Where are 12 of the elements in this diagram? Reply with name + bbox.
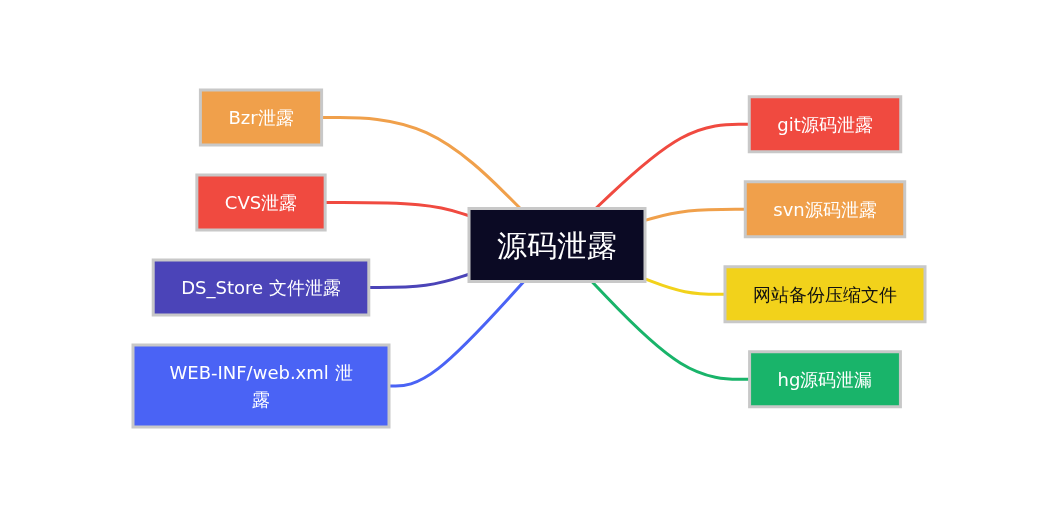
node-box: hg源码泄漏	[748, 350, 902, 409]
connector	[325, 201, 470, 218]
node-box: Bzr泄露	[198, 88, 324, 147]
node-box: 源码泄露	[467, 207, 647, 283]
node-box: 网站备份压缩文件	[723, 265, 927, 324]
node-box: DS_Store 文件泄露	[151, 258, 371, 317]
node-box: CVS泄露	[195, 173, 327, 232]
node-box: git源码泄露	[747, 95, 903, 154]
node-box: WEB-INF/web.xml 泄露	[131, 343, 391, 429]
connector	[368, 272, 470, 289]
connector	[644, 277, 725, 296]
node-box: svn源码泄露	[743, 180, 907, 239]
